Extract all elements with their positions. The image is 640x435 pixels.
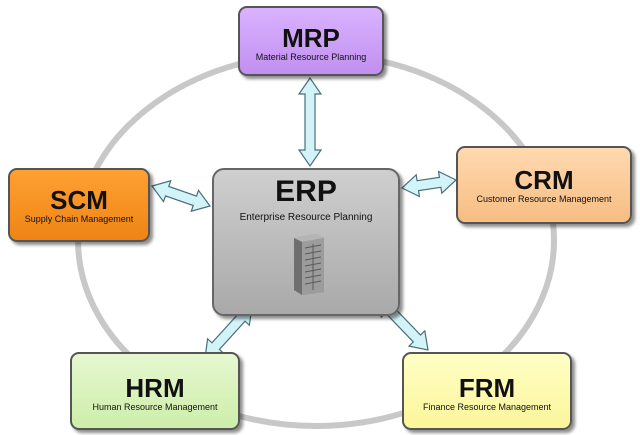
crm-erp-arrow [400,170,458,198]
crm-full-name: Customer Resource Management [476,194,612,204]
scm-erp-arrow [151,179,211,213]
server-rack-icon [294,234,324,295]
mrp-full-name: Material Resource Planning [255,52,367,62]
hrm-abbreviation: HRM [125,373,185,403]
scm-full-name: Supply Chain Management [24,214,134,224]
hrm-node: HRM Human Resource Management [70,352,240,430]
erp-abbreviation: ERP [275,175,337,208]
mrp-abbreviation: MRP [282,23,340,53]
frm-node: FRM Finance Resource Management [402,352,572,430]
hrm-full-name: Human Resource Management [92,402,218,412]
erp-node: ERP Enterprise Resource Planning [212,168,400,316]
erp-full-name: Enterprise Resource Planning [239,212,373,223]
mrp-erp-arrow [297,76,323,168]
frm-abbreviation: FRM [458,373,516,403]
crm-node: CRM Customer Resource Management [456,146,632,224]
crm-abbreviation: CRM [514,165,574,195]
scm-abbreviation: SCM [50,185,108,215]
scm-node: SCM Supply Chain Management [8,168,150,242]
frm-full-name: Finance Resource Management [422,402,552,412]
mrp-node: MRP Material Resource Planning [238,6,384,76]
